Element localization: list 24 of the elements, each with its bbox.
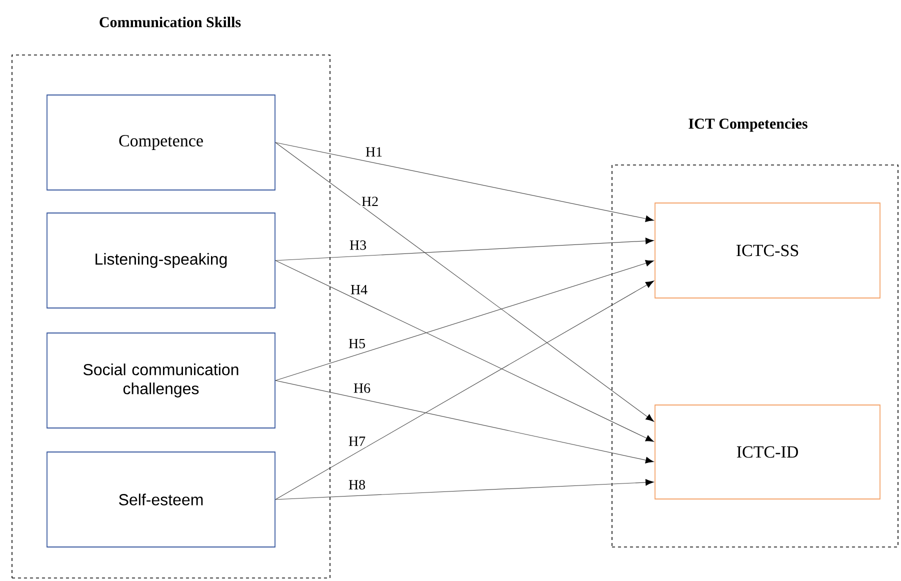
text-box: ICTC-SS <box>654 202 880 298</box>
text-box: Self-esteem <box>46 452 276 548</box>
arrow <box>275 142 654 422</box>
node-label: Communication Skills <box>100 16 241 28</box>
text-box: Competence <box>46 94 276 190</box>
node-label: ICT Competencies <box>688 118 808 132</box>
edge-label: H2 <box>360 196 380 207</box>
edge-label: H8 <box>347 479 367 490</box>
edge-label: H3 <box>348 239 368 251</box>
arrow <box>275 142 654 222</box>
text-box: ICTC-ID <box>654 404 880 500</box>
arrow <box>275 260 654 442</box>
arrow <box>275 479 654 500</box>
edge-label: H5 <box>347 338 367 350</box>
edge-label: H7 <box>347 436 367 447</box>
arrow <box>275 238 654 261</box>
arrow <box>275 260 654 381</box>
arrow <box>275 280 654 500</box>
text-box: Listening-speaking <box>46 212 276 308</box>
edge-label: H4 <box>349 284 369 296</box>
text-box: Social communication challenges <box>46 332 276 428</box>
arrow <box>275 380 654 464</box>
edge-label: H6 <box>352 382 372 394</box>
edge-label: H1 <box>364 146 384 158</box>
